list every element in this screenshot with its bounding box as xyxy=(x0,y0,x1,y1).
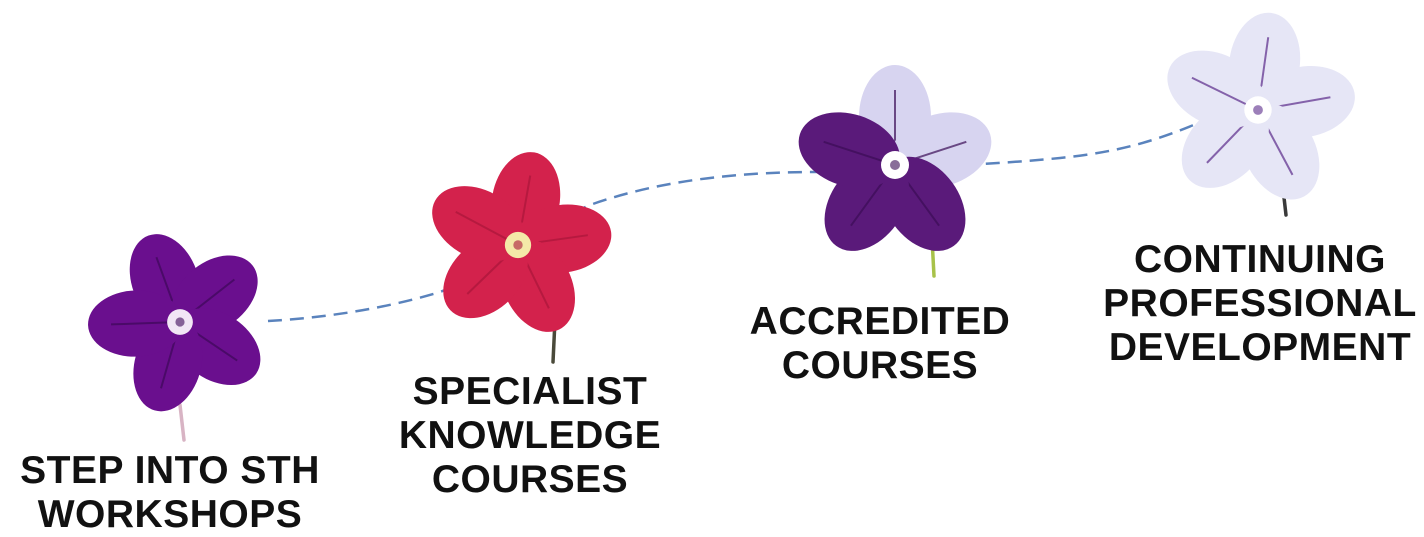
stage-label-step-into-sth-workshops: STEP INTO STH WORKSHOPS xyxy=(0,449,340,537)
flower-stem xyxy=(178,403,186,442)
label-line: ACCREDITED xyxy=(749,300,1011,343)
label-line: STEP INTO STH xyxy=(20,449,320,492)
stage-label-continuing-professional-development: CONTINUING PROFESSIONAL DEVELOPMENT xyxy=(1100,238,1420,370)
label-line: COURSES xyxy=(431,458,629,501)
label-line: SPECIALIST xyxy=(412,370,648,413)
label-line: KNOWLEDGE xyxy=(398,414,662,457)
flower-icon xyxy=(1167,12,1355,217)
flower-icon xyxy=(88,234,261,442)
flower-vein xyxy=(1191,76,1248,106)
flower-stamen xyxy=(175,317,185,327)
label-line: PROFESSIONAL xyxy=(1103,282,1417,325)
stage-label-specialist-knowledge-courses: SPECIALIST KNOWLEDGE COURSES xyxy=(380,370,680,502)
label-line: CONTINUING xyxy=(1134,238,1386,281)
dashed-path-line xyxy=(267,116,1211,323)
flower-vein xyxy=(823,140,884,163)
flower-stamen xyxy=(513,240,523,250)
label-line: WORKSHOPS xyxy=(37,493,303,536)
stage-label-accredited-courses: ACCREDITED COURSES xyxy=(720,300,1040,388)
label-line: DEVELOPMENT xyxy=(1108,326,1412,369)
flower-vein xyxy=(111,321,170,326)
flower-vein xyxy=(455,211,509,241)
label-line: COURSES xyxy=(781,344,979,387)
flower-icon xyxy=(798,65,992,278)
flower-stamen xyxy=(890,160,900,170)
flower-stamen xyxy=(1253,105,1263,115)
flower-icon xyxy=(432,152,612,364)
